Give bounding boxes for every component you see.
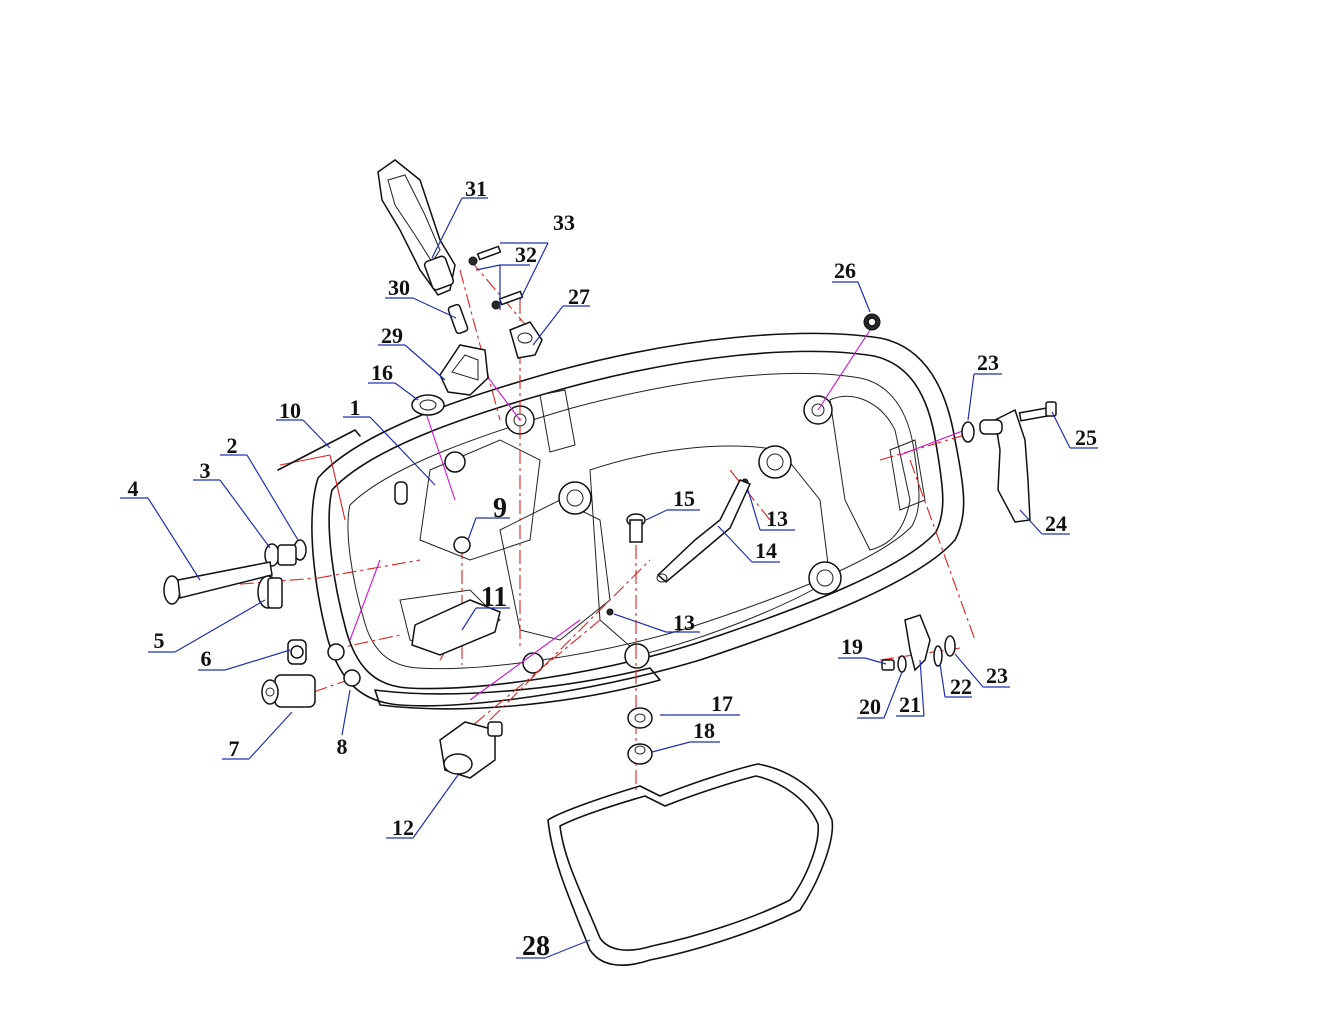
callout-23-lower: 23 xyxy=(986,663,1008,688)
latch-assembly-12 xyxy=(439,721,503,779)
washer-3 xyxy=(264,543,297,567)
drain-hose-14 xyxy=(656,479,752,583)
rubber-grommet-27 xyxy=(509,321,543,359)
grommet-17 xyxy=(627,707,653,729)
callout-15: 15 xyxy=(673,486,695,511)
rubber-seal-16 xyxy=(411,394,445,416)
callout-32: 32 xyxy=(515,242,537,267)
retaining-wire-10 xyxy=(277,429,361,471)
callout-31: 31 xyxy=(465,176,487,201)
callout-7: 7 xyxy=(229,736,240,761)
seal-gasket-28 xyxy=(547,763,834,966)
callout-17: 17 xyxy=(711,691,733,716)
callout-27: 27 xyxy=(568,284,590,309)
callout-11: 11 xyxy=(481,582,507,613)
callout-20: 20 xyxy=(859,694,881,719)
washer-23-upper xyxy=(961,421,975,443)
callout-3: 3 xyxy=(200,458,211,483)
bolt-25 xyxy=(1018,401,1057,422)
callout-25: 25 xyxy=(1075,425,1097,450)
callout-24: 24 xyxy=(1045,511,1067,536)
rear-lock-lever-24 xyxy=(979,408,1031,523)
callout-1: 1 xyxy=(350,395,361,420)
nut-26 xyxy=(863,313,881,331)
callout-5: 5 xyxy=(154,628,165,653)
callout-8: 8 xyxy=(337,734,348,759)
callout-22: 22 xyxy=(950,674,972,699)
assembly-centerlines xyxy=(164,259,976,790)
callout-13-upper: 13 xyxy=(766,506,788,531)
callout-26: 26 xyxy=(834,258,856,283)
front-grip-handle xyxy=(377,159,456,296)
rear-latch-hardware xyxy=(881,614,956,673)
bracket-plate-11 xyxy=(411,599,501,656)
callout-4: 4 xyxy=(128,476,139,501)
callout-33: 33 xyxy=(553,210,575,235)
handle-bracket-pin xyxy=(447,303,469,335)
callout-labels: 31 33 32 30 27 29 16 10 1 2 3 4 5 6 7 8 … xyxy=(128,176,1098,962)
callout-21: 21 xyxy=(899,692,921,717)
callout-6: 6 xyxy=(201,646,212,671)
clip-9 xyxy=(453,536,471,554)
grommet-8 xyxy=(327,643,361,687)
callout-23-upper: 23 xyxy=(977,350,999,375)
knob-cap-5 xyxy=(257,575,283,609)
callout-19: 19 xyxy=(841,634,863,659)
plug-cap-6 xyxy=(287,639,307,665)
screw-set-upper xyxy=(468,245,524,310)
lock-latch-block xyxy=(439,344,489,396)
callout-30: 30 xyxy=(388,275,410,300)
drain-plug-7 xyxy=(261,674,316,708)
callout-13-lower: 13 xyxy=(673,610,695,635)
bolt-15 xyxy=(626,513,646,543)
callout-leaders xyxy=(120,197,1098,959)
callout-12: 12 xyxy=(392,815,414,840)
grommet-18 xyxy=(627,743,653,765)
callout-10: 10 xyxy=(279,398,301,423)
callout-16: 16 xyxy=(371,360,393,385)
lever-shaft-4 xyxy=(163,561,273,605)
callout-18: 18 xyxy=(693,718,715,743)
callout-29: 29 xyxy=(381,323,403,348)
callout-28: 28 xyxy=(522,931,550,962)
callout-9: 9 xyxy=(493,493,507,524)
callout-14: 14 xyxy=(755,538,777,563)
callout-2: 2 xyxy=(227,433,238,458)
